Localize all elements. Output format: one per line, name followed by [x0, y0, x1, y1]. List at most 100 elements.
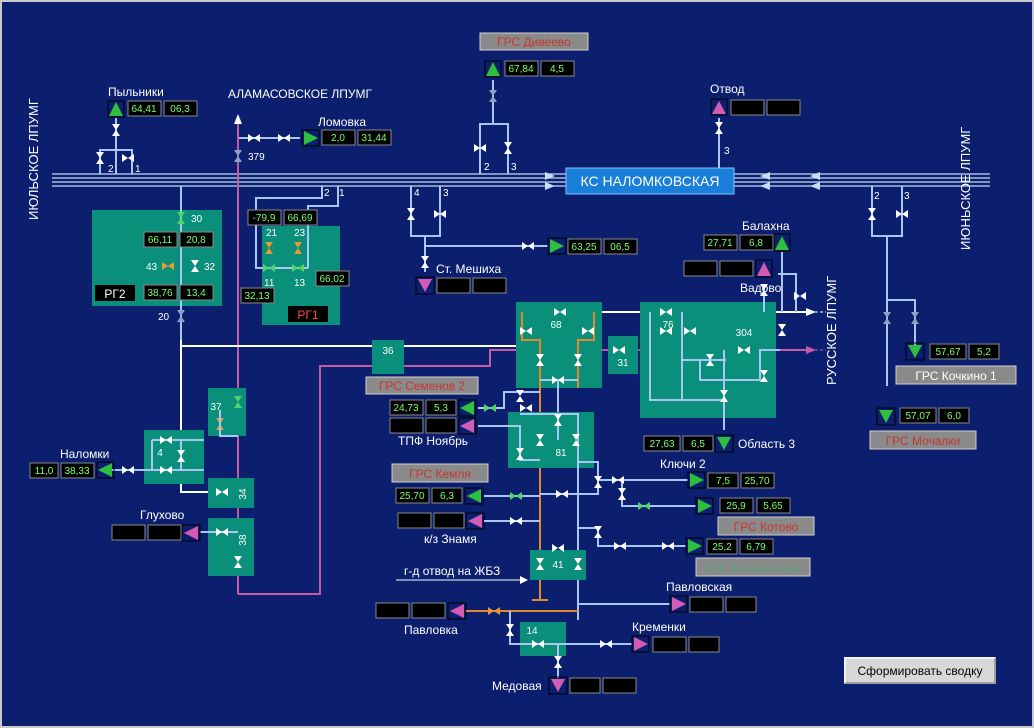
svg-text:27,63: 27,63	[649, 439, 674, 450]
arrow-right-icon	[304, 131, 318, 145]
svg-text:37: 37	[210, 402, 222, 413]
station-68[interactable]	[516, 302, 602, 388]
generate-report-button[interactable]: Сформировать сводку	[844, 657, 996, 684]
svg-text:43: 43	[146, 262, 158, 273]
right-pipeline-label: ИЮНЬСКОЕ ЛПУМГ	[958, 127, 973, 250]
svg-text:25,9: 25,9	[726, 501, 746, 512]
svg-text:21: 21	[266, 228, 278, 239]
zhbz-label: г-д отвод на ЖБЗ	[404, 564, 500, 578]
svg-text:31: 31	[617, 358, 629, 369]
svg-text:4,5: 4,5	[550, 64, 564, 75]
svg-text:67,84: 67,84	[508, 64, 533, 75]
grs-diveevo-box[interactable]	[479, 32, 589, 51]
svg-text:25,70: 25,70	[399, 491, 424, 502]
left-pipeline-label: ИЮЛЬСКОЕ ЛПУМГ	[26, 98, 41, 220]
rg2-label: РГ2	[104, 287, 126, 301]
svg-text:24,73: 24,73	[393, 403, 418, 414]
compressor-station-box[interactable]	[565, 167, 735, 195]
station-34[interactable]	[208, 478, 254, 508]
balakhna-label: Балахна	[742, 219, 790, 233]
svg-text:3: 3	[904, 191, 910, 202]
station-36[interactable]	[372, 340, 404, 374]
oblast3-label: Область 3	[738, 437, 795, 451]
rg1-label: РГ1	[297, 308, 319, 322]
svg-text:14: 14	[526, 626, 538, 637]
svg-text:20,8: 20,8	[186, 235, 206, 246]
svg-text:6,0: 6,0	[947, 411, 961, 422]
svg-text:25,70: 25,70	[744, 476, 769, 487]
svg-text:2: 2	[874, 191, 880, 202]
svg-text:ГРС Мочалки: ГРС Мочалки	[886, 434, 961, 448]
svg-text:64,41: 64,41	[131, 104, 156, 115]
medovaya-label: Медовая	[492, 679, 542, 693]
svg-text:2: 2	[484, 162, 490, 173]
svg-text:38,76: 38,76	[147, 288, 172, 299]
svg-text:30: 30	[191, 214, 203, 225]
svg-text:32,13: 32,13	[244, 291, 269, 302]
svg-text:2: 2	[324, 188, 330, 199]
grs-mochalki-box[interactable]	[869, 430, 977, 450]
svg-text:3: 3	[724, 146, 730, 157]
naloмki-label: Наломки	[60, 447, 109, 461]
svg-text:76: 76	[662, 320, 674, 331]
svg-text:6,5: 6,5	[691, 439, 705, 450]
pylniki-label: Пыльники	[108, 85, 164, 99]
svg-text:27,71: 27,71	[707, 238, 732, 249]
znamya-label: к/з Знамя	[424, 532, 477, 546]
svg-text:31,44: 31,44	[361, 133, 386, 144]
svg-text:36: 36	[382, 346, 394, 357]
svg-text:379: 379	[248, 152, 265, 163]
grs-berezovka-box[interactable]	[695, 557, 811, 577]
svg-text:4: 4	[157, 448, 163, 459]
svg-text:13,4: 13,4	[186, 288, 206, 299]
compressor-station-label: КС НАЛОМКОВСКАЯ	[581, 173, 720, 189]
svg-text:23: 23	[294, 228, 306, 239]
glukhovo-label: Глухово	[140, 508, 185, 522]
svg-text:66,02: 66,02	[319, 274, 344, 285]
svg-text:ГРС Дивеево: ГРС Дивеево	[497, 35, 571, 49]
svg-text:6,79: 6,79	[746, 542, 766, 553]
svg-text:11: 11	[264, 278, 275, 289]
station-31[interactable]	[608, 336, 638, 374]
grs-kochkino-box[interactable]	[895, 365, 1017, 385]
svg-text:ГРС Котово: ГРС Котово	[734, 520, 799, 534]
station-41[interactable]	[530, 550, 586, 580]
svg-text:6,3: 6,3	[440, 491, 454, 502]
svg-text:7,5: 7,5	[716, 476, 730, 487]
arrow-up-icon	[109, 102, 123, 116]
svg-text:25,2: 25,2	[712, 542, 732, 553]
grs-kotovo-box[interactable]	[717, 516, 815, 536]
svg-text:41: 41	[552, 560, 564, 571]
svg-text:38,33: 38,33	[64, 466, 89, 477]
svg-text:63,25: 63,25	[571, 242, 596, 253]
svg-text:1: 1	[135, 164, 141, 175]
svg-text:66,11: 66,11	[148, 235, 173, 246]
svg-text:06,5: 06,5	[610, 242, 630, 253]
svg-text:ГРС Кемля: ГРС Кемля	[409, 467, 471, 481]
grs-semenov-box[interactable]	[365, 376, 479, 395]
pavlovka-label: Павловка	[404, 623, 458, 637]
svg-text:06,3: 06,3	[170, 104, 190, 115]
svg-text:ГРС Кочкино 1: ГРС Кочкино 1	[915, 369, 997, 383]
svg-text:5,2: 5,2	[977, 347, 991, 358]
svg-text:ГРС Б.Березовка: ГРС Б.Березовка	[705, 561, 801, 575]
kremenki-label: Кременки	[632, 620, 686, 634]
station-38[interactable]	[208, 518, 254, 576]
grs-kemlya-box[interactable]	[391, 463, 489, 483]
svg-text:304: 304	[736, 328, 753, 339]
svg-text:11,0: 11,0	[35, 466, 54, 477]
svg-text:57,67: 57,67	[935, 347, 960, 358]
otvod-label: Отвод	[710, 82, 744, 96]
svg-text:38: 38	[238, 534, 249, 546]
svg-text:ГРС Семенов 2: ГРС Семенов 2	[379, 379, 466, 393]
svg-text:20: 20	[158, 312, 170, 323]
pavlovskaya-label: Павловская	[666, 580, 732, 594]
svg-text:68: 68	[550, 320, 562, 331]
lomovka-label: Ломовка	[318, 115, 366, 129]
svg-text:66,69: 66,69	[287, 213, 312, 224]
svg-text:32: 32	[204, 262, 216, 273]
svg-text:81: 81	[555, 448, 567, 459]
svg-text:5,65: 5,65	[763, 501, 783, 512]
svg-text:3: 3	[511, 162, 517, 173]
